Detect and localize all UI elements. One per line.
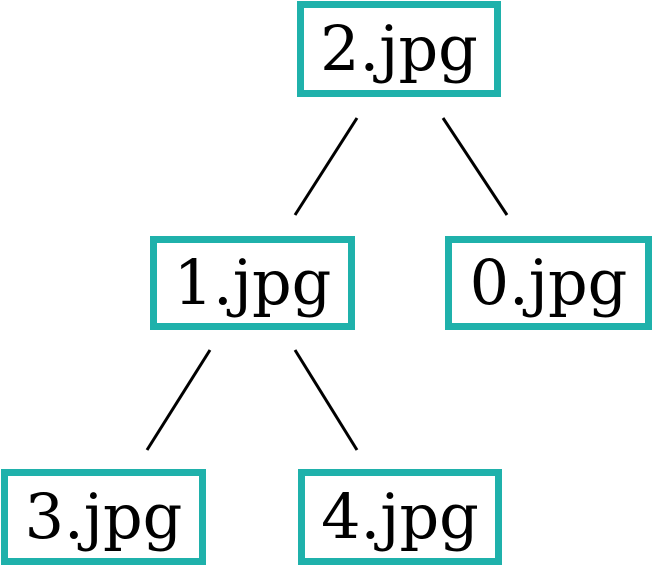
- tree-node-left-left: 3.jpg: [1, 469, 206, 565]
- tree-node-root: 2.jpg: [297, 1, 501, 97]
- edge-left-left-right: [293, 349, 359, 451]
- edge-root-left: [293, 117, 359, 216]
- edge-root-right: [441, 117, 509, 216]
- tree-node-left: 1.jpg: [150, 236, 355, 330]
- tree-node-right: 0.jpg: [445, 236, 652, 330]
- edge-left-left-left: [145, 349, 212, 451]
- tree-node-left-right: 4.jpg: [298, 469, 502, 565]
